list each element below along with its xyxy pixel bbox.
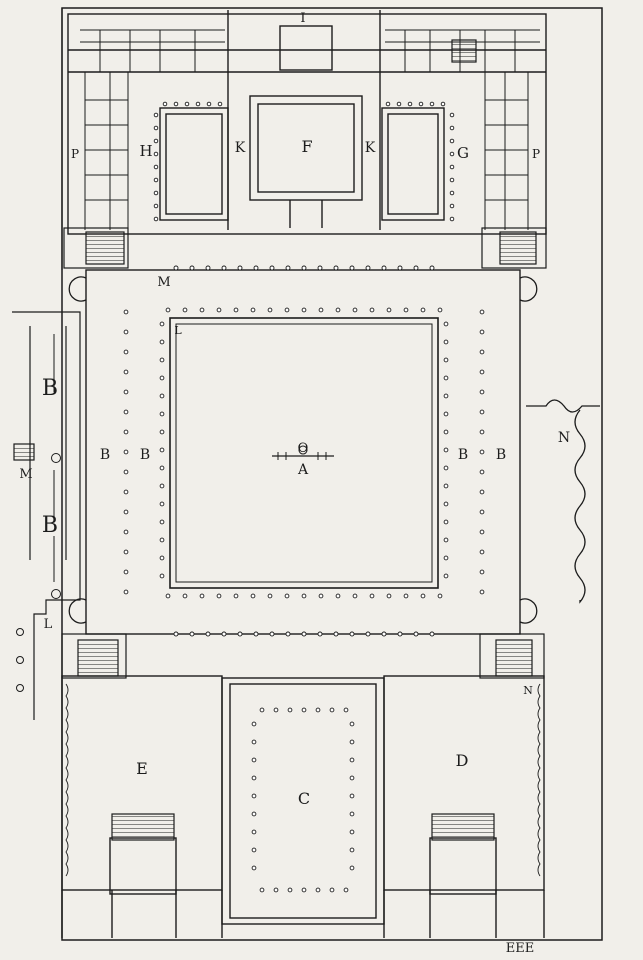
left-wing: [12, 311, 81, 720]
label-m-wing: M: [19, 467, 32, 482]
label-m-top: M: [157, 275, 170, 290]
label-p-right: P: [532, 147, 540, 161]
page-frame: [61, 7, 603, 941]
lower-block: [61, 675, 545, 938]
left-wing-markers: [16, 334, 61, 692]
label-b-4: B: [496, 447, 506, 463]
stair-blocks: [61, 39, 547, 841]
label-b-1: B: [100, 447, 110, 463]
upper-colonnades: [153, 101, 455, 222]
label-l-wing: L: [44, 617, 53, 632]
page-marker: EEE: [506, 941, 534, 956]
label-b-wing-1: B: [42, 376, 58, 401]
right-wing-wall: [526, 399, 600, 604]
lower-colonnade-c: [251, 707, 355, 893]
label-b-3: B: [458, 447, 468, 463]
label-f: F: [301, 137, 312, 156]
label-n-lower: N: [523, 684, 533, 697]
label-b-wing-2: B: [42, 513, 58, 538]
label-g: G: [457, 144, 469, 162]
label-d: D: [456, 751, 469, 770]
label-a: A: [297, 462, 309, 478]
center-marker: [272, 445, 334, 460]
main-colonnades: [123, 265, 485, 637]
label-i: I: [300, 11, 305, 26]
label-k-left: K: [235, 140, 246, 156]
label-p-left: P: [71, 147, 79, 161]
label-e: E: [136, 759, 148, 778]
label-o: O: [298, 441, 309, 456]
label-k-right: K: [365, 140, 376, 156]
plan-labels: I P H K F K G P M L B B O A B B N B M B …: [19, 11, 570, 956]
label-n-right: N: [558, 430, 570, 446]
label-c: C: [298, 789, 310, 808]
label-l-top: L: [174, 324, 182, 337]
label-h: H: [139, 142, 152, 160]
label-b-2: B: [140, 447, 150, 463]
